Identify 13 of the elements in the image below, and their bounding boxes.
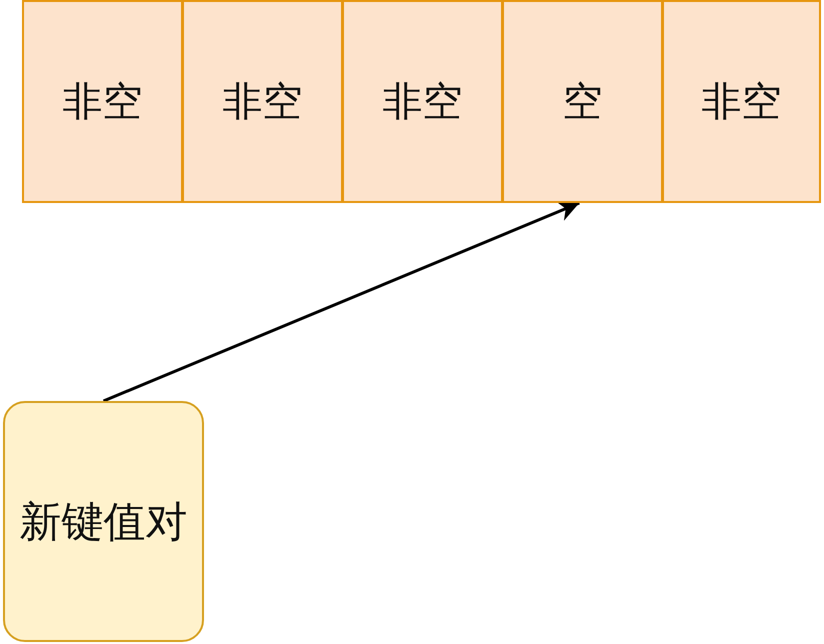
bucket-cell [662,0,821,203]
bucket-cell [22,0,183,203]
bucket-cell [182,0,343,203]
cell-label: 新键值对 [20,496,188,548]
cell-label: 非空 [702,78,782,127]
arrow [102,201,580,402]
cell-label: 非空 [62,78,142,127]
cell-label: 空 [562,78,602,127]
cell-label: 非空 [382,78,462,127]
bucket-cell [502,0,663,203]
key-value-box [3,401,204,642]
cell-label: 非空 [222,78,302,127]
bucket-cell [342,0,503,203]
